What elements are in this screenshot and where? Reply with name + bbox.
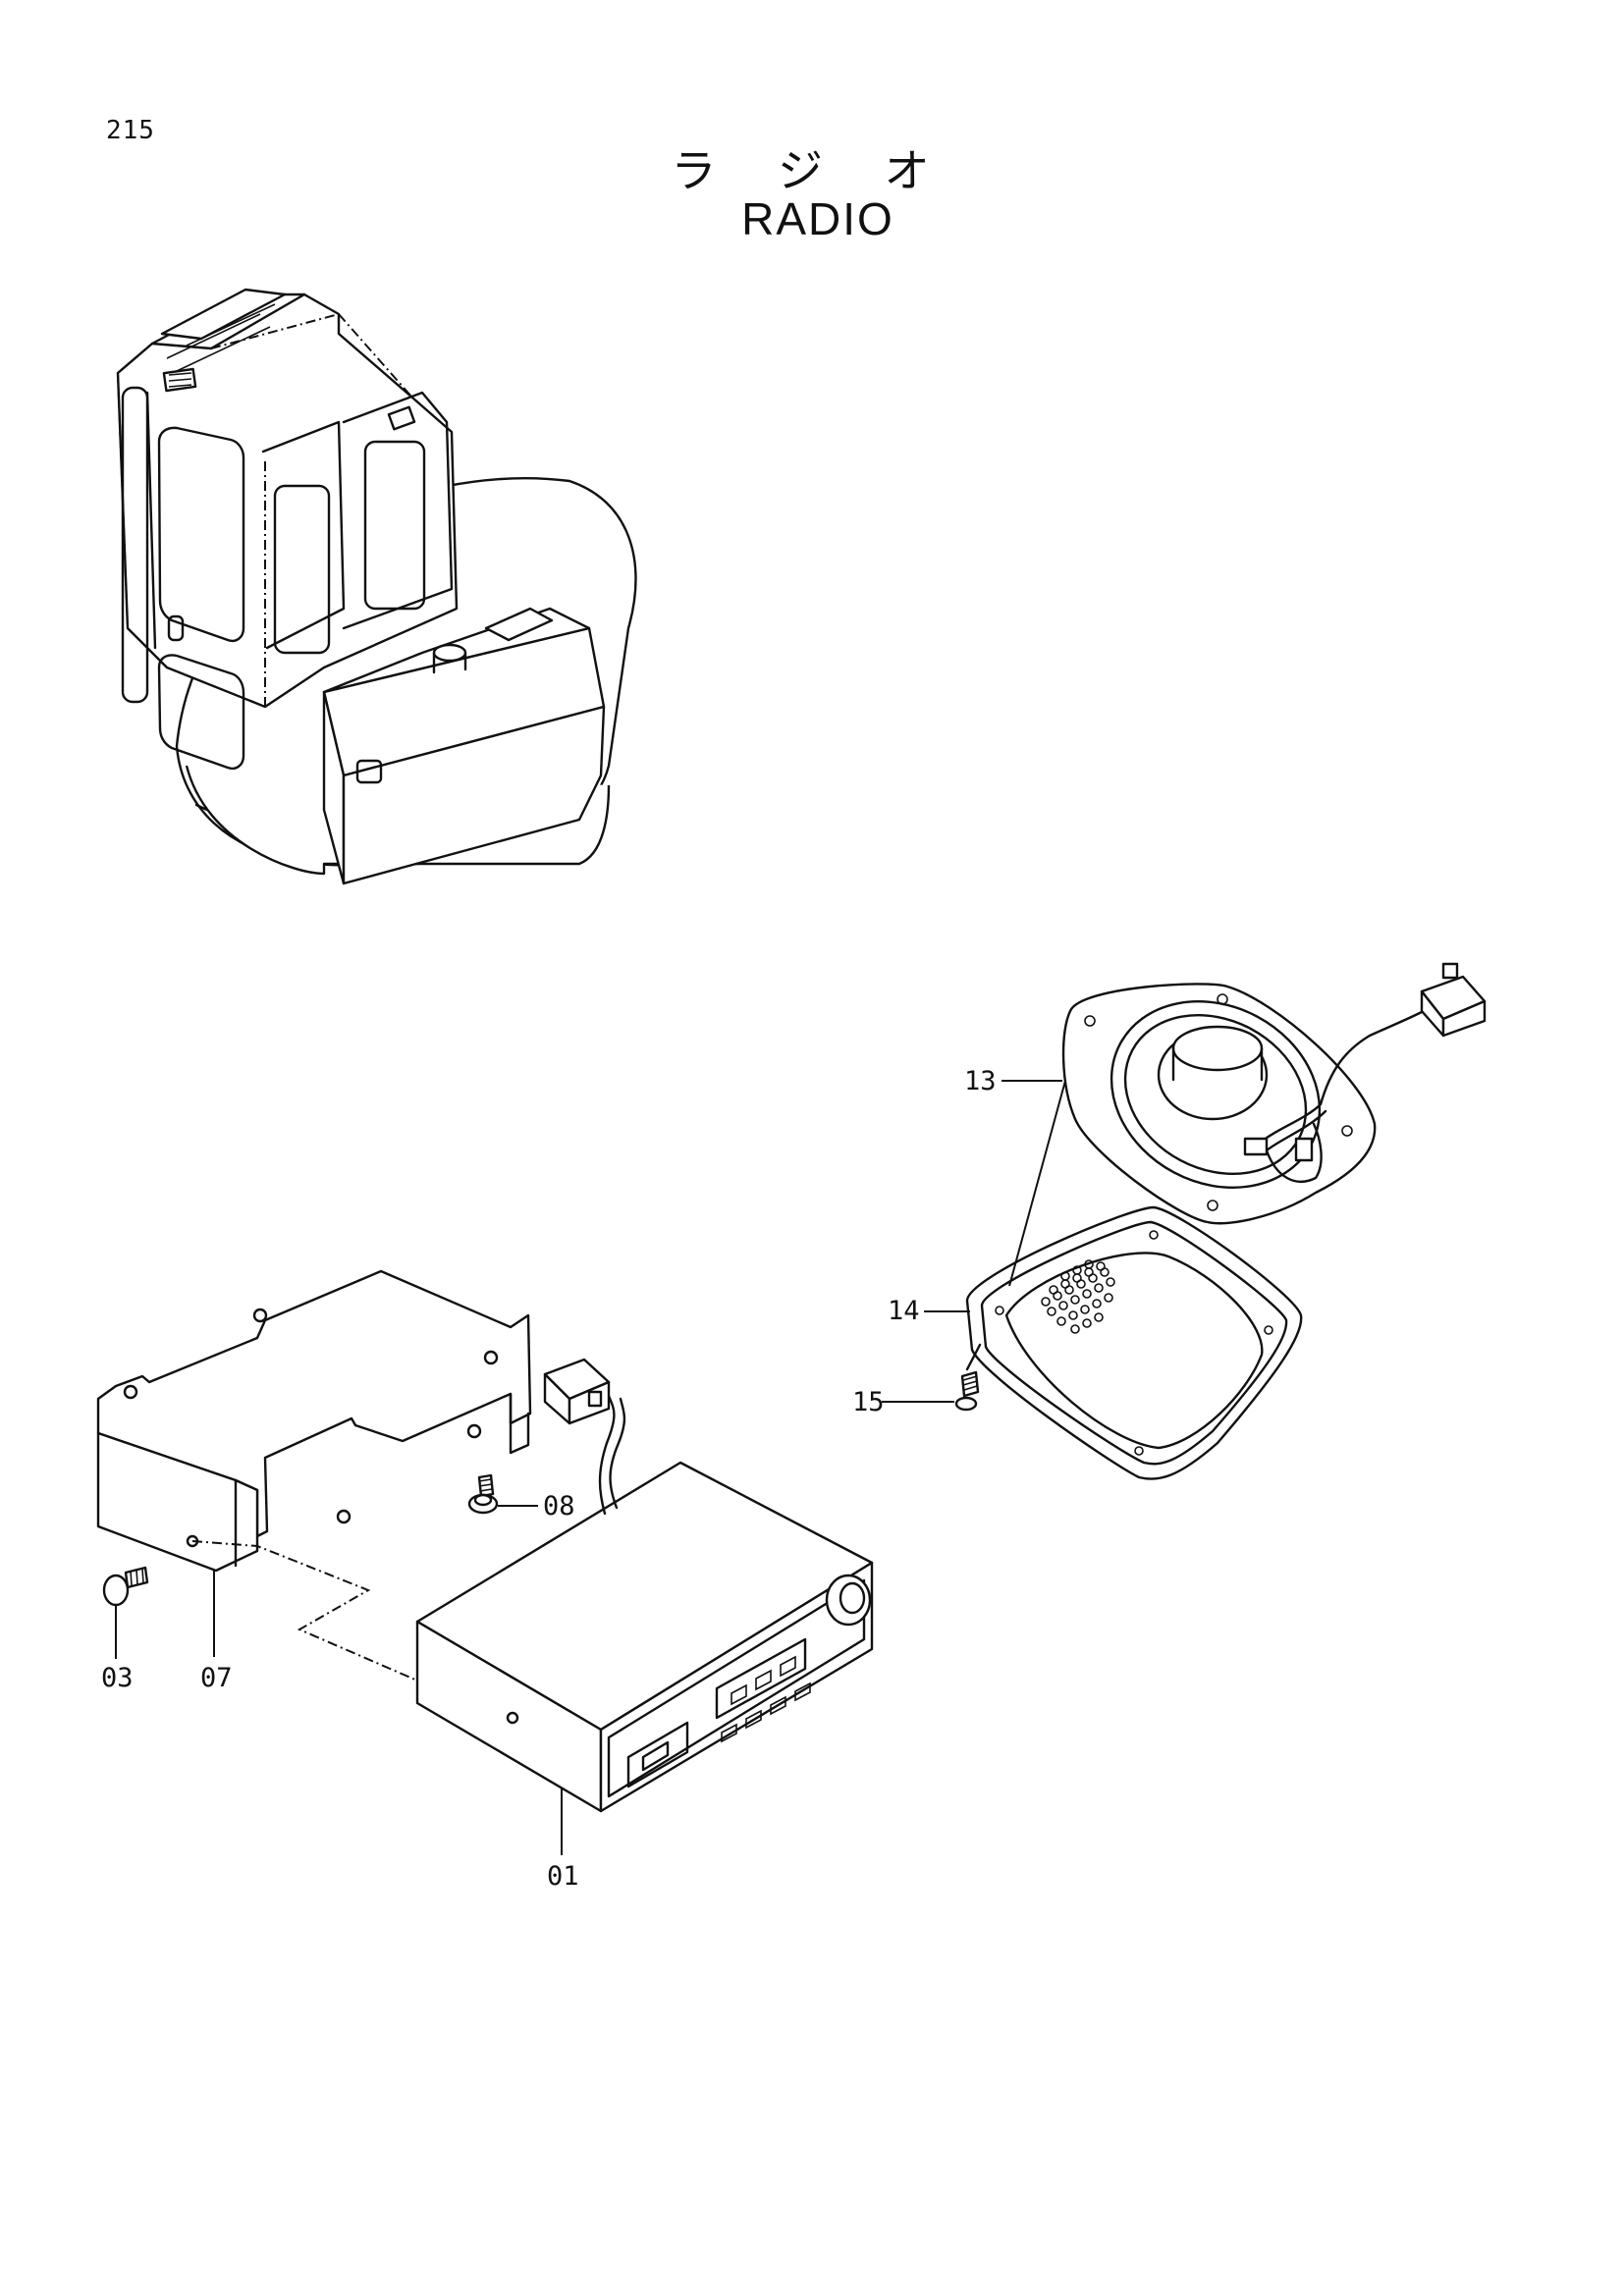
callout-speaker: 13 [964,1066,997,1096]
callout-screw: 08 [543,1491,575,1522]
screw-08-drawing [467,1473,499,1515]
callout-bolt: 03 [101,1663,134,1693]
page-title-english: RADIO [741,193,894,244]
page-number: 215 [106,116,155,145]
radio-unit-drawing [415,1358,874,1813]
page-title-japanese: ラ ジ オ [671,144,953,197]
callout-bracket: 07 [200,1663,233,1693]
machine-overview-drawing [116,288,637,885]
bracket-drawing [96,1269,532,1695]
speaker-grille-drawing [965,1205,1303,1480]
grille-screw-drawing [954,1343,982,1412]
callout-radio-unit: 01 [547,1861,579,1892]
speaker-drawing [1061,962,1487,1225]
callout-grille-screw: 15 [852,1387,885,1417]
callout-speaker-grille: 14 [888,1296,920,1326]
bolt-03-drawing [102,1566,149,1659]
leader-lines [213,1080,1066,1855]
